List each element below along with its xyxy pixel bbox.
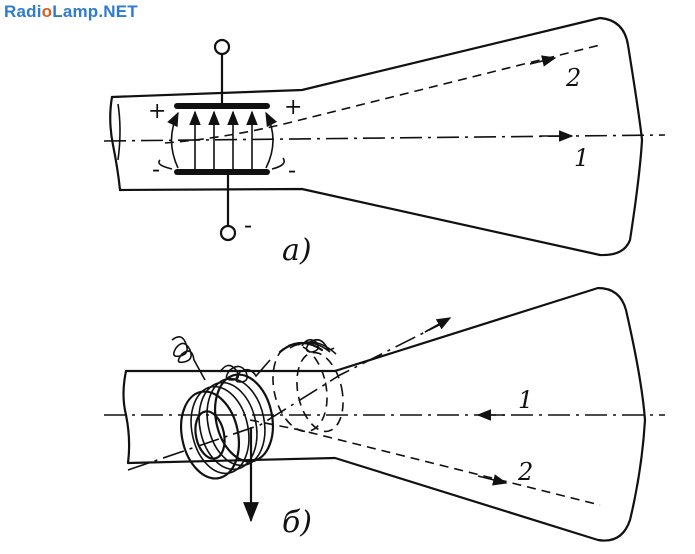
plate-top-sign-right: + — [284, 95, 302, 120]
diagram-b-magnetic: 1 2 б) — [104, 286, 665, 542]
tube-a-outline-top — [110, 16, 644, 257]
coil-back — [272, 341, 344, 433]
beam-a-2-label: 2 — [565, 64, 581, 92]
plate-bottom-sign-left: - — [152, 155, 160, 183]
field-lines — [158, 110, 285, 170]
terminal-a-top — [213, 38, 231, 56]
beam-b-2-label: 2 — [517, 458, 533, 486]
beam-a-2-deflected — [164, 44, 601, 144]
logo-text-3: Lamp.NET — [52, 2, 138, 21]
coil-lead-left — [171, 336, 206, 381]
beam-a-1-label: 1 — [574, 144, 589, 172]
coil-lead-right — [301, 338, 335, 353]
field-direction-arrow — [424, 317, 452, 333]
beam-b-1-label: 1 — [518, 386, 533, 414]
beam-b-2-deflected — [249, 419, 601, 506]
coil-lead-middle — [219, 359, 271, 383]
plate-bottom-sign-right: - — [288, 156, 296, 184]
tube-b-neck-end — [122, 369, 131, 465]
caption-a: а) — [282, 233, 312, 268]
terminal-bottom-sign: - — [244, 211, 252, 239]
terminal-a-bottom — [219, 224, 237, 242]
plate-top-sign-left: + — [148, 99, 166, 124]
logo-text-2: o — [41, 2, 53, 21]
caption-b: б) — [282, 505, 312, 540]
tube-a-neck-end — [109, 95, 122, 192]
coil-front — [180, 373, 274, 480]
beam-a-2-arrow — [529, 55, 557, 67]
beam-b-2-arrow — [477, 474, 508, 486]
logo-text-1: Radi — [4, 2, 42, 21]
diagram-a-electrostatic: + + - - - 2 1 а) — [103, 16, 666, 268]
radiolamp-logo: RadioLamp.NET — [4, 2, 138, 22]
tube-b-outline — [124, 286, 647, 542]
field-direction-line — [127, 321, 446, 471]
tube-a-neck-inner — [117, 103, 121, 161]
